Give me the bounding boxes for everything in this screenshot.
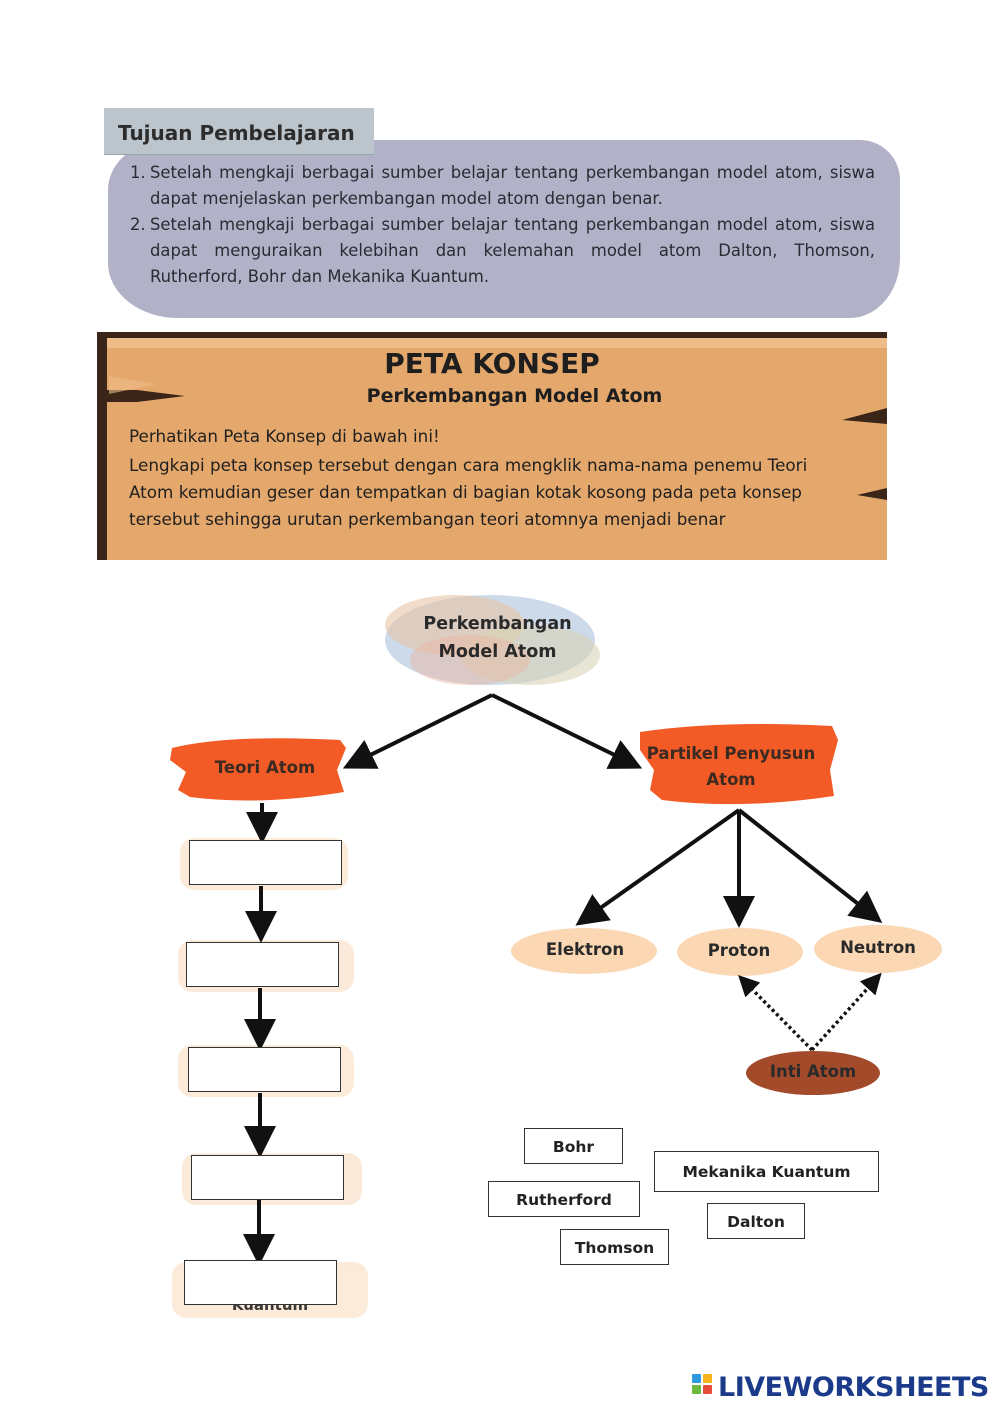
partikel-arrows xyxy=(575,808,883,928)
tile-dalton[interactable]: Dalton xyxy=(707,1203,805,1239)
instruction-line: Perhatikan Peta Konsep di bawah ini! xyxy=(129,426,440,446)
tujuan-title: Tujuan Pembelajaran xyxy=(118,121,355,145)
elektron-label: Elektron xyxy=(545,940,625,959)
peta-konsep-title: PETA KONSEP xyxy=(384,347,600,380)
tile-thomson[interactable]: Thomson xyxy=(560,1229,669,1265)
tujuan-item-text: Setelah mengkaji berbagai sumber belajar… xyxy=(150,163,875,208)
tujuan-item-number: 2. xyxy=(130,215,146,234)
inti-atom-label: Inti Atom xyxy=(769,1062,857,1081)
drop-box-3[interactable] xyxy=(188,1047,341,1092)
tujuan-tab xyxy=(104,108,374,154)
teori-atom-label: Teori Atom xyxy=(214,758,316,777)
partikel-penyusun-label: Partikel Penyusun Atom xyxy=(646,744,816,789)
peta-konsep-banner xyxy=(97,332,887,560)
drop-box-5[interactable] xyxy=(184,1260,337,1305)
tujuan-panel xyxy=(108,140,900,318)
drop-box-2[interactable] xyxy=(186,942,339,987)
liveworksheets-logo-text: LIVEWORKSHEETS xyxy=(718,1372,989,1403)
neutron-label: Neutron xyxy=(840,938,916,957)
drop-box-4[interactable] xyxy=(191,1155,344,1200)
tujuan-item-text: Setelah mengkaji berbagai sumber belajar… xyxy=(150,215,875,286)
peta-konsep-subtitle: Perkembangan Model Atom xyxy=(366,385,663,407)
drop-box-1[interactable] xyxy=(189,840,342,885)
liveworksheets-logo-icon xyxy=(692,1374,714,1404)
banner-left-edge xyxy=(97,332,107,560)
tujuan-item-number: 1. xyxy=(130,163,146,182)
tile-rutherford[interactable]: Rutherford xyxy=(488,1181,640,1217)
instruction-text: Lengkapi peta konsep tersebut dengan car… xyxy=(129,455,808,529)
banner-top-edge xyxy=(97,332,887,338)
tile-mekanika-kuantum[interactable]: Mekanika Kuantum xyxy=(654,1151,879,1192)
tujuan-list: 1.Setelah mengkaji berbagai sumber belaj… xyxy=(130,160,875,290)
tujuan-item: 2.Setelah mengkaji berbagai sumber belaj… xyxy=(130,212,875,290)
proton-label: Proton xyxy=(707,941,771,960)
root-arrows xyxy=(342,693,643,769)
tile-bohr[interactable]: Bohr xyxy=(524,1128,623,1164)
inti-arrows xyxy=(738,972,882,1052)
tujuan-item: 1.Setelah mengkaji berbagai sumber belaj… xyxy=(130,160,875,212)
root-node-label: Perkembangan Model Atom xyxy=(423,614,572,662)
banner-frame xyxy=(107,338,887,348)
banner-decoration xyxy=(107,376,887,500)
